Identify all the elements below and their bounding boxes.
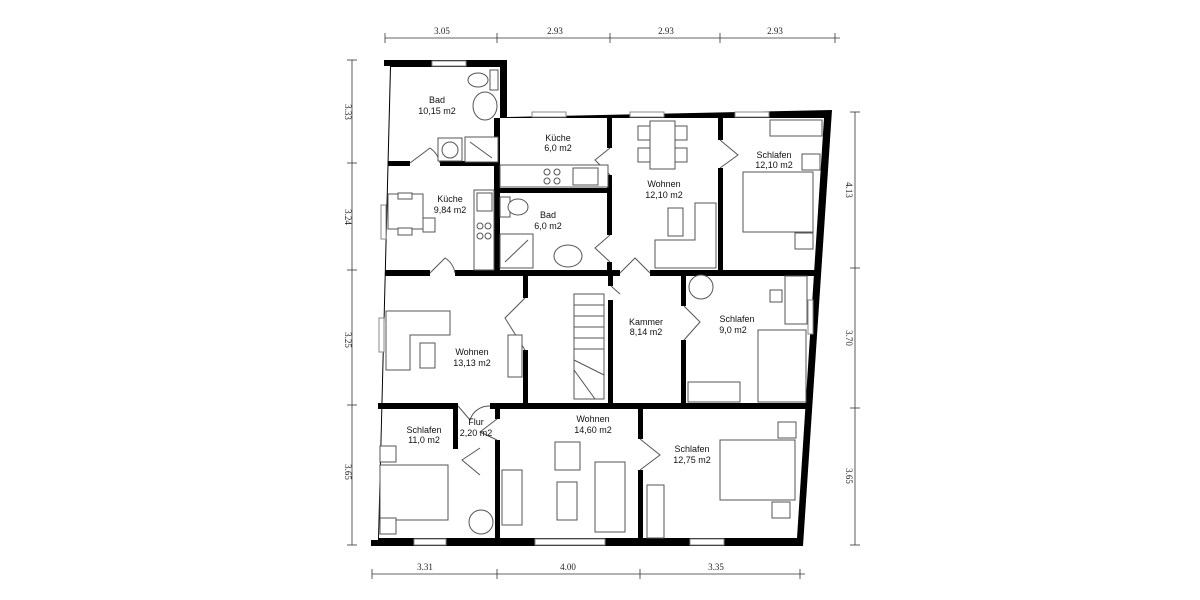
- coffee-table-icon: [419, 342, 436, 369]
- dim-left-4: 3.65: [343, 464, 353, 480]
- sink-icon: [553, 244, 583, 268]
- dim-left-1: 3.33: [343, 104, 353, 120]
- room-kueche-2-area: 6,0 m2: [544, 143, 572, 153]
- dim-top-2: 2.93: [547, 26, 563, 36]
- room-wohnen-1-area: 12,10 m2: [645, 190, 683, 200]
- toilet-icon: [467, 72, 489, 88]
- dim-left-3: 3.25: [343, 332, 353, 348]
- room-schlafen-3-area: 11,0 m2: [408, 435, 440, 445]
- room-wohnen-3-area: 14,60 m2: [574, 425, 612, 435]
- sofa-icon: [654, 202, 717, 269]
- dimension-labels: 3.05 2.93 2.93 2.93 3.33 3.24 3.25 3.65 …: [343, 26, 854, 572]
- bed-icon: [742, 171, 814, 233]
- stairs-icon: [573, 293, 605, 400]
- room-wohnen-3-name: Wohnen: [576, 414, 609, 424]
- room-wohnen-2-name: Wohnen: [455, 347, 488, 357]
- doors: [409, 139, 739, 476]
- nightstand-icon: [379, 517, 397, 535]
- nightstand-icon: [777, 421, 797, 439]
- armchair-icon: [554, 441, 581, 471]
- furniture: [379, 69, 823, 539]
- dining-table-icon: [649, 120, 676, 170]
- nightstand-icon: [794, 232, 814, 250]
- radiator-icon: [769, 119, 823, 137]
- desk-icon: [784, 275, 808, 325]
- coffee-table-icon: [556, 481, 578, 521]
- sink-icon: [472, 91, 498, 121]
- toilet-icon: [489, 69, 499, 91]
- sofa-icon: [594, 461, 626, 533]
- room-flur-name: Flur: [468, 417, 484, 427]
- nightstand-icon: [771, 501, 791, 519]
- dim-right-3: 3.65: [844, 468, 854, 484]
- chair-icon: [468, 509, 494, 535]
- room-schlafen-4-name: Schlafen: [674, 444, 709, 454]
- dim-top-4: 2.93: [767, 26, 783, 36]
- room-schlafen-1-area: 12,10 m2: [755, 160, 793, 170]
- room-bad-2-name: Bad: [540, 210, 556, 220]
- room-schlafen-2-area: 9,0 m2: [719, 325, 747, 335]
- room-schlafen-2-name: Schlafen: [719, 314, 754, 324]
- room-labels: Bad 10,15 m2 Küche 9,84 m2 Küche 6,0 m2 …: [406, 95, 792, 465]
- sofa-icon: [385, 310, 451, 371]
- dim-top-3: 2.93: [658, 26, 674, 36]
- dim-top-1: 3.05: [434, 26, 450, 36]
- room-kammer-area: 8,14 m2: [630, 327, 663, 337]
- dim-bottom-3: 3.35: [708, 562, 724, 572]
- room-schlafen-4-area: 12,75 m2: [673, 455, 711, 465]
- dim-bottom-1: 3.31: [417, 562, 433, 572]
- nightstand-icon: [801, 153, 821, 171]
- room-bad-1-name: Bad: [429, 95, 445, 105]
- radiator-icon: [646, 484, 665, 539]
- room-kueche-1-name: Küche: [437, 194, 463, 204]
- bed-icon: [757, 329, 807, 403]
- tv-icon: [507, 334, 523, 378]
- room-bad-2-area: 6,0 m2: [534, 221, 562, 231]
- nightstand-icon: [379, 445, 397, 463]
- dim-right-1: 4.13: [844, 182, 854, 198]
- bed-icon: [719, 439, 796, 501]
- dim-bottom-2: 4.00: [560, 562, 576, 572]
- stool-icon: [769, 289, 783, 303]
- chair-icon: [688, 274, 714, 300]
- room-kueche-2-name: Küche: [545, 133, 571, 143]
- room-bad-1-area: 10,15 m2: [418, 106, 456, 116]
- room-schlafen-3-name: Schlafen: [406, 425, 441, 435]
- dimension-lines: [347, 33, 860, 579]
- dim-left-2: 3.24: [343, 209, 353, 225]
- radiator-icon: [687, 381, 741, 403]
- bed-icon: [379, 464, 449, 521]
- tv-icon: [501, 469, 523, 526]
- windows: [378, 60, 814, 546]
- room-kueche-1-area: 9,84 m2: [434, 205, 467, 215]
- room-wohnen-1-name: Wohnen: [647, 179, 680, 189]
- room-schlafen-1-name: Schlafen: [756, 150, 791, 160]
- shower-icon: [464, 136, 499, 163]
- room-wohnen-2-area: 13,13 m2: [453, 358, 491, 368]
- room-kammer-name: Kammer: [629, 317, 663, 327]
- dim-right-2: 3.70: [844, 330, 854, 346]
- coffee-table-icon: [667, 207, 684, 237]
- room-flur-area: 2,20 m2: [460, 428, 493, 438]
